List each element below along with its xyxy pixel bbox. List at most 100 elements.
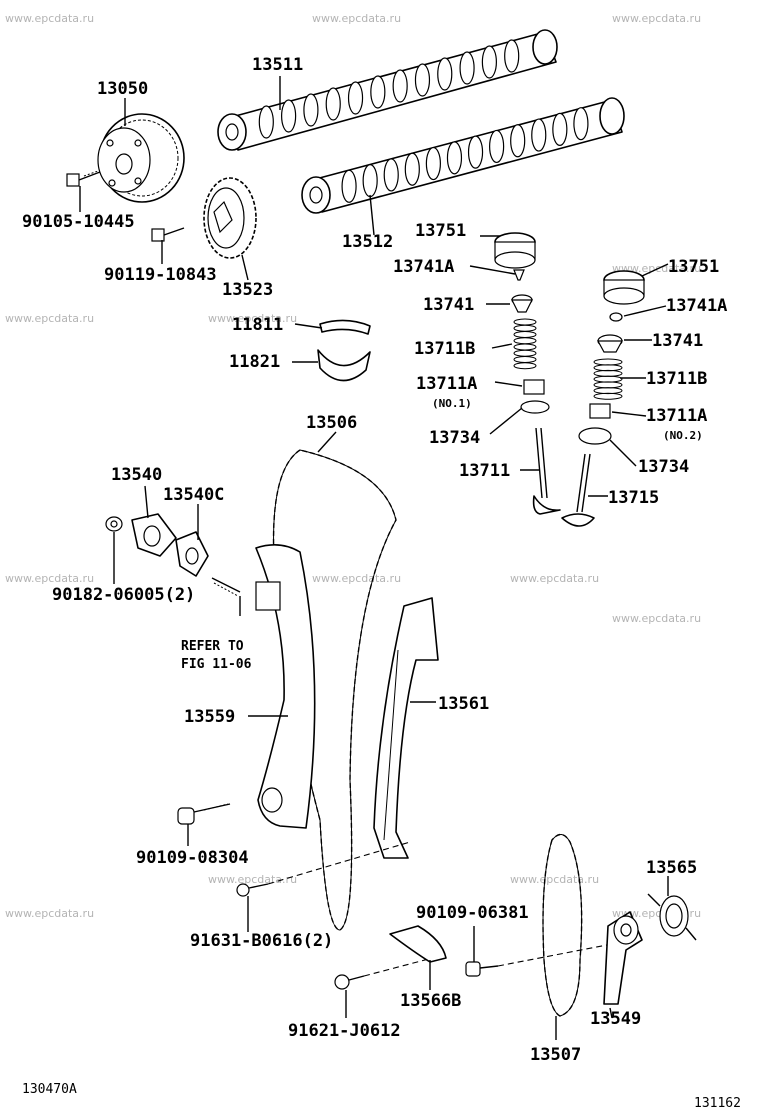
stud-refer-fig-11-06 — [211, 577, 241, 597]
bolt-90109-08304 — [177, 803, 231, 825]
watermark: www.epcdata.ru — [5, 572, 94, 585]
chain-guide-13561 — [373, 597, 439, 859]
label-fig-11-06: FIG 11-06 — [181, 657, 252, 672]
gasket-13540C — [175, 531, 209, 577]
label-90119-10843: 90119-10843 — [104, 265, 217, 285]
label-13741-right: 13741 — [652, 331, 703, 351]
sprocket-13523 — [203, 177, 257, 259]
label-90182-06005: 90182-06005(2) — [52, 585, 195, 605]
watermark: www.epcdata.ru — [5, 312, 94, 325]
watermarks: www.epcdata.ru www.epcdata.ru www.epcdat… — [5, 12, 701, 920]
spring-retainer-13741-left — [511, 294, 533, 313]
bolt-90119-10843 — [151, 227, 185, 242]
spring-coil — [513, 362, 537, 370]
spring-coil — [513, 343, 537, 351]
spring-coil — [593, 387, 623, 395]
cam-lobe — [425, 146, 441, 181]
watermark: www.epcdata.ru — [208, 873, 297, 886]
cam-lobe — [467, 135, 484, 169]
cam-lobe — [437, 57, 453, 91]
label-13711A-left: 13711A — [416, 374, 477, 394]
valve-seat-13711A-right — [589, 403, 611, 419]
label-13506: 13506 — [306, 413, 357, 433]
valve-keeper-13741A-right — [609, 312, 623, 322]
label-13715: 13715 — [608, 488, 659, 508]
tensioner-spring-13565 — [647, 893, 697, 941]
washer-13734-left — [520, 400, 550, 414]
bolt-90109-06381 — [465, 943, 613, 977]
label-13565: 13565 — [646, 858, 697, 878]
label-13711A-right: 13711A — [646, 406, 707, 426]
valve-13715 — [561, 453, 595, 527]
label-13711: 13711 — [459, 461, 510, 481]
valve-spring-13711B-left — [513, 318, 537, 370]
figure-code-left: 130470A — [22, 1082, 77, 1097]
watermark: www.epcdata.ru — [612, 12, 701, 25]
cam-lobe — [258, 105, 274, 139]
valve-keeper-13741A-left — [513, 269, 525, 281]
cam-lobe — [446, 141, 463, 175]
cam-lobe — [392, 69, 408, 103]
cam-lobe — [552, 112, 568, 146]
cam-lobe — [504, 39, 520, 73]
tensioner-arm-13549 — [603, 911, 643, 1005]
cam-lobe — [347, 81, 364, 115]
label-13523: 13523 — [222, 280, 273, 300]
cam-lobe — [531, 118, 547, 152]
label-13741A-left: 13741A — [393, 257, 454, 277]
bearing-11811 — [319, 319, 371, 335]
label-13734-right: 13734 — [638, 457, 689, 477]
cam-lobe — [383, 158, 399, 192]
bolt-91621-J0612 — [334, 955, 441, 990]
label-90109-06381: 90109-06381 — [416, 903, 529, 923]
label-11811: 11811 — [232, 315, 283, 335]
label-13711B-right: 13711B — [646, 369, 707, 389]
label-13512: 13512 — [342, 232, 393, 252]
valve-13711 — [532, 427, 561, 515]
watermark: www.epcdata.ru — [510, 873, 599, 886]
label-13549: 13549 — [590, 1009, 641, 1029]
spring-coil — [593, 381, 623, 389]
label-13507: 13507 — [530, 1045, 581, 1065]
watermark: www.epcdata.ru — [208, 312, 297, 325]
label-91621-J0612: 91621-J0612 — [288, 1021, 401, 1041]
watermark: www.epcdata.ru — [312, 572, 401, 585]
bolt-90105-10445 — [66, 170, 101, 187]
washer-13734-right — [578, 427, 612, 445]
cam-lobe — [303, 93, 319, 127]
label-13540C: 13540C — [163, 485, 224, 505]
valve-lifter-13751-right — [603, 270, 645, 305]
cam-lobe — [510, 124, 526, 158]
watermark: www.epcdata.ru — [5, 907, 94, 920]
label-13511: 13511 — [252, 55, 303, 75]
cam-lobe — [341, 169, 357, 203]
label-13561: 13561 — [438, 694, 489, 714]
label-13711B-left: 13711B — [414, 339, 475, 359]
chain-guide-13559 — [255, 544, 316, 829]
cam-lobe — [489, 129, 505, 164]
label-13741-left: 13741 — [423, 295, 474, 315]
chain-tensioner-13540 — [131, 513, 177, 557]
cam-lobe — [404, 152, 420, 186]
watermark: www.epcdata.ru — [612, 612, 701, 625]
valve-spring-13711B-right — [593, 358, 623, 400]
leader-lines — [79, 76, 669, 1040]
cam-lobe — [370, 75, 386, 109]
label-91631-B0616: 91631-B0616(2) — [190, 931, 333, 951]
label-13566B: 13566B — [400, 991, 461, 1011]
label-13751-left: 13751 — [415, 221, 466, 241]
bolt-91631-B0616 — [236, 841, 411, 897]
part-labels: 13511 13050 13512 90105-10445 90119-1084… — [22, 55, 741, 1111]
watermark: www.epcdata.ru — [312, 12, 401, 25]
label-no2: (NO.2) — [663, 429, 703, 442]
spring-coil — [513, 331, 537, 338]
watermark: www.epcdata.ru — [5, 12, 94, 25]
bearing-11821 — [317, 349, 371, 382]
valve-seat-13711A-left — [523, 379, 545, 395]
label-11821: 11821 — [229, 352, 280, 372]
cam-lobe — [414, 63, 431, 97]
spring-coil — [513, 337, 537, 345]
label-13540: 13540 — [111, 465, 162, 485]
label-refer-to: REFER TO — [181, 639, 244, 654]
